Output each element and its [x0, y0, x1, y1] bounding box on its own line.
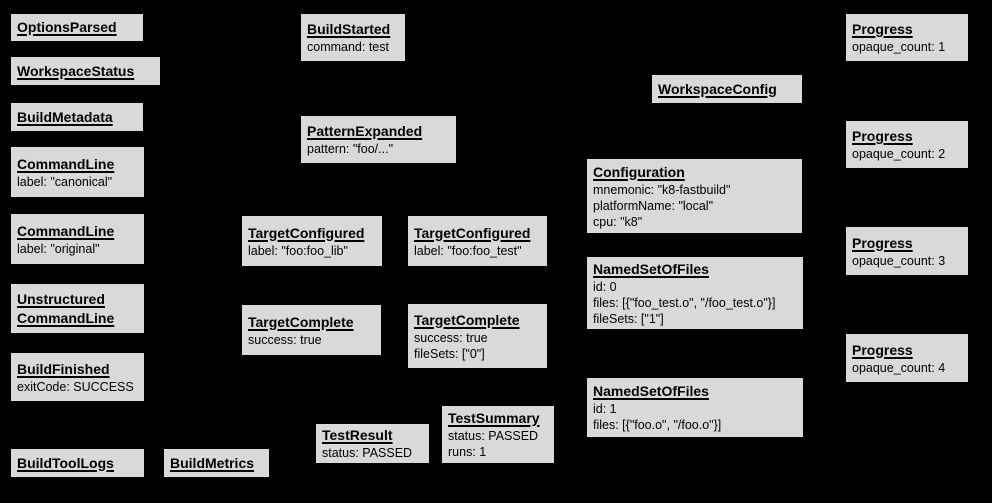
event-field: id: 0	[593, 279, 617, 294]
event-title: TargetConfigured	[248, 224, 365, 241]
event-title: TestSummary	[448, 410, 540, 426]
node-build-finished: BuildFinished exitCode: SUCCESS	[10, 352, 145, 402]
event-title: WorkspaceStatus	[17, 62, 135, 79]
event-title: Progress	[852, 234, 913, 251]
node-named-set-of-files-1: NamedSetOfFiles id: 1 files: [{"foo.o", "/…	[586, 377, 804, 438]
node-workspace-status: WorkspaceStatus	[10, 56, 161, 86]
node-build-tool-logs: BuildToolLogs	[10, 448, 145, 478]
event-field: label: "foo:foo_lib"	[248, 243, 348, 258]
event-title: TestResult	[322, 427, 393, 443]
node-target-configured-lib: TargetConfigured label: "foo:foo_lib"	[241, 215, 383, 267]
event-field: pattern: "foo/..."	[307, 142, 394, 156]
node-build-started: BuildStarted command: test	[300, 13, 406, 62]
event-title: TargetConfigured	[414, 224, 531, 241]
node-target-complete-lib: TargetComplete success: true	[241, 304, 382, 356]
event-field: opaque_count: 2	[852, 147, 946, 161]
event-field: files: [{"foo_test.o", "/foo_test.o"}]	[593, 295, 776, 310]
event-field: exitCode: SUCCESS	[17, 379, 134, 394]
event-field: fileSets: ["1"]	[593, 311, 664, 326]
event-title: CommandLine	[17, 222, 115, 239]
node-command-line-canonical: CommandLine label: "canonical"	[10, 146, 145, 198]
node-pattern-expanded: PatternExpanded pattern: "foo/..."	[300, 115, 457, 164]
node-build-metadata: BuildMetadata	[10, 102, 144, 132]
event-field: label: "canonical"	[17, 174, 113, 189]
event-title: NamedSetOfFiles	[593, 260, 709, 277]
event-field: status: PASSED	[322, 446, 413, 460]
node-progress-1: Progress opaque_count: 1	[845, 13, 969, 62]
event-title: TargetComplete	[414, 311, 520, 328]
event-title: BuildMetrics	[170, 454, 255, 471]
node-command-line-original: CommandLine label: "original"	[10, 213, 145, 265]
event-field: opaque_count: 4	[852, 360, 946, 375]
event-field: fileSets: ["0"]	[414, 346, 485, 361]
event-title: BuildFinished	[17, 360, 110, 377]
event-title: Progress	[852, 21, 913, 37]
event-field: label: "original"	[17, 241, 100, 256]
event-title: BuildMetadata	[17, 108, 113, 125]
event-field: files: [{"foo.o", "/foo.o"}]	[593, 418, 722, 432]
node-progress-4: Progress opaque_count: 4	[845, 333, 969, 383]
event-title: WorkspaceConfig	[658, 80, 777, 97]
node-workspace-config: WorkspaceConfig	[651, 74, 803, 104]
event-field: opaque_count: 3	[852, 253, 946, 268]
event-field: label: "foo:foo_test"	[414, 243, 522, 258]
event-title: PatternExpanded	[307, 123, 423, 139]
event-title: BuildStarted	[307, 21, 391, 37]
event-field: command: test	[307, 40, 389, 54]
node-options-parsed: OptionsParsed	[10, 13, 144, 42]
event-field: success: true	[414, 330, 488, 345]
node-test-summary: TestSummary status: PASSED runs: 1	[441, 405, 555, 464]
event-title: Configuration	[593, 163, 685, 180]
node-target-configured-test: TargetConfigured label: "foo:foo_test"	[407, 215, 548, 267]
node-progress-3: Progress opaque_count: 3	[845, 226, 969, 276]
event-title: TargetComplete	[248, 313, 354, 330]
event-title: NamedSetOfFiles	[593, 383, 709, 399]
event-field: success: true	[248, 332, 322, 347]
event-title: OptionsParsed	[17, 19, 117, 35]
event-field: id: 1	[593, 402, 617, 416]
event-title: Progress	[852, 341, 913, 358]
event-field: mnemonic: "k8-fastbuild"	[593, 182, 731, 197]
event-field: cpu: "k8"	[593, 214, 643, 229]
event-title: BuildToolLogs	[17, 454, 114, 471]
event-title: Progress	[852, 128, 913, 144]
node-build-metrics: BuildMetrics	[163, 448, 270, 478]
event-field: opaque_count: 1	[852, 40, 946, 54]
event-field: status: PASSED	[448, 429, 539, 443]
node-configuration: Configuration mnemonic: "k8-fastbuild"pla…	[586, 158, 803, 234]
event-field: runs: 1	[448, 445, 487, 459]
node-test-result: TestResult status: PASSED	[315, 423, 430, 464]
event-title: Unstructured	[17, 290, 105, 307]
event-title: CommandLine	[17, 155, 115, 172]
node-progress-2: Progress opaque_count: 2	[845, 120, 969, 169]
event-field: platformName: "local"	[593, 198, 714, 213]
event-title: CommandLine	[17, 309, 115, 326]
